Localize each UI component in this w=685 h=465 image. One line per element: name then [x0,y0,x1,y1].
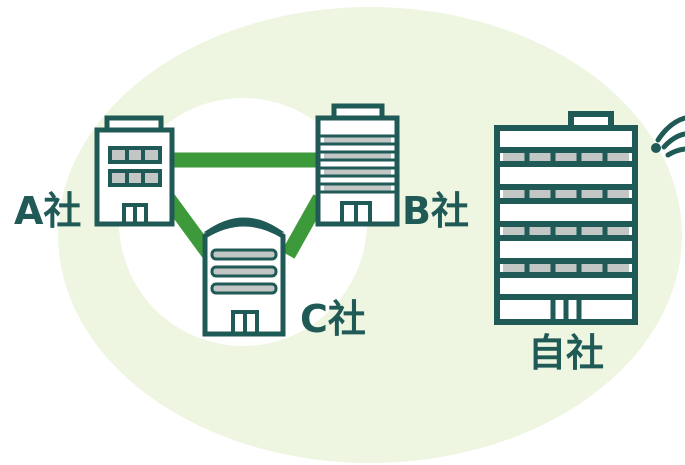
wifi-signal-icon [651,115,685,158]
company-b-label: B社 [402,189,469,233]
company-b-building-icon [315,103,400,227]
company-c-label: C社 [300,297,366,341]
own-company-label: 自社 [528,331,605,375]
company-a-building-icon [94,115,175,227]
company-c-building-icon [202,217,286,337]
connector-b-c [281,194,327,259]
own-company-building-icon [494,111,638,325]
company-a-label: A社 [14,189,82,233]
